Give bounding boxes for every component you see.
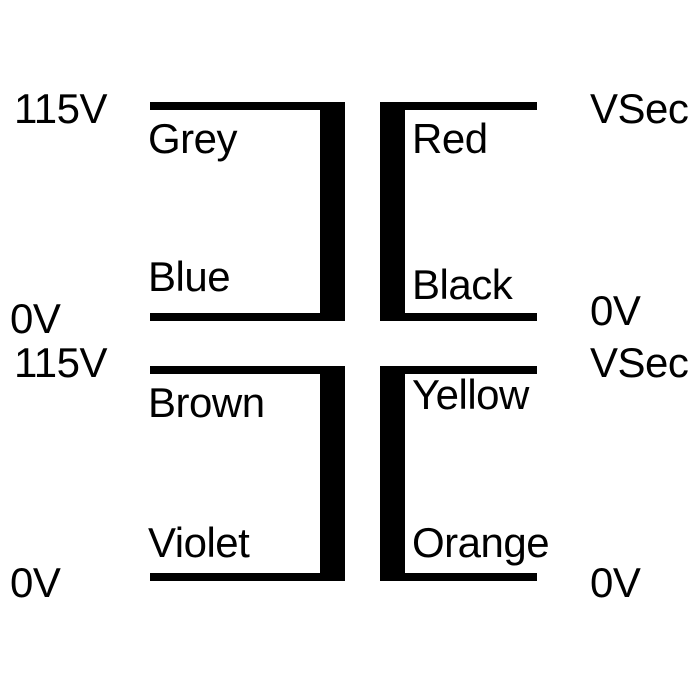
wire-label-blue: Blue [148, 253, 231, 300]
wire-label-red: Red [412, 115, 488, 162]
wire-label-orange: Orange [412, 519, 550, 566]
primary-bottom-lower-lead [150, 573, 345, 581]
secondary-bottom-winding-bar [380, 366, 405, 581]
primary-top-high-voltage-label: 115V [14, 85, 107, 132]
wire-label-yellow: Yellow [412, 371, 529, 418]
secondary-top-voltage-label: VSec [590, 85, 689, 132]
primary-top-winding-bar [320, 102, 345, 321]
primary-bottom-high-voltage-label: 115V [14, 339, 107, 386]
primary-top-zero-voltage-label: 0V [10, 295, 61, 342]
primary-bottom-zero-voltage-label: 0V [10, 559, 61, 606]
primary-top-lower-lead [150, 313, 345, 321]
secondary-top-lower-lead [380, 313, 537, 321]
primary-top-upper-lead [150, 102, 345, 110]
secondary-top-zero-voltage-label: 0V [590, 287, 641, 334]
primary-bottom-upper-lead [150, 366, 345, 374]
secondary-bottom-upper-lead [380, 366, 537, 374]
secondary-top-winding-bar [380, 102, 405, 321]
wire-label-grey: Grey [148, 115, 238, 162]
secondary-bottom-voltage-label: VSec [590, 339, 689, 386]
wire-label-black: Black [412, 261, 513, 308]
wire-label-violet: Violet [148, 519, 250, 566]
wire-label-brown: Brown [148, 379, 265, 426]
secondary-bottom-zero-voltage-label: 0V [590, 559, 641, 606]
secondary-bottom-lower-lead [380, 573, 537, 581]
primary-bottom-winding-bar [320, 366, 345, 581]
secondary-top-upper-lead [380, 102, 537, 110]
